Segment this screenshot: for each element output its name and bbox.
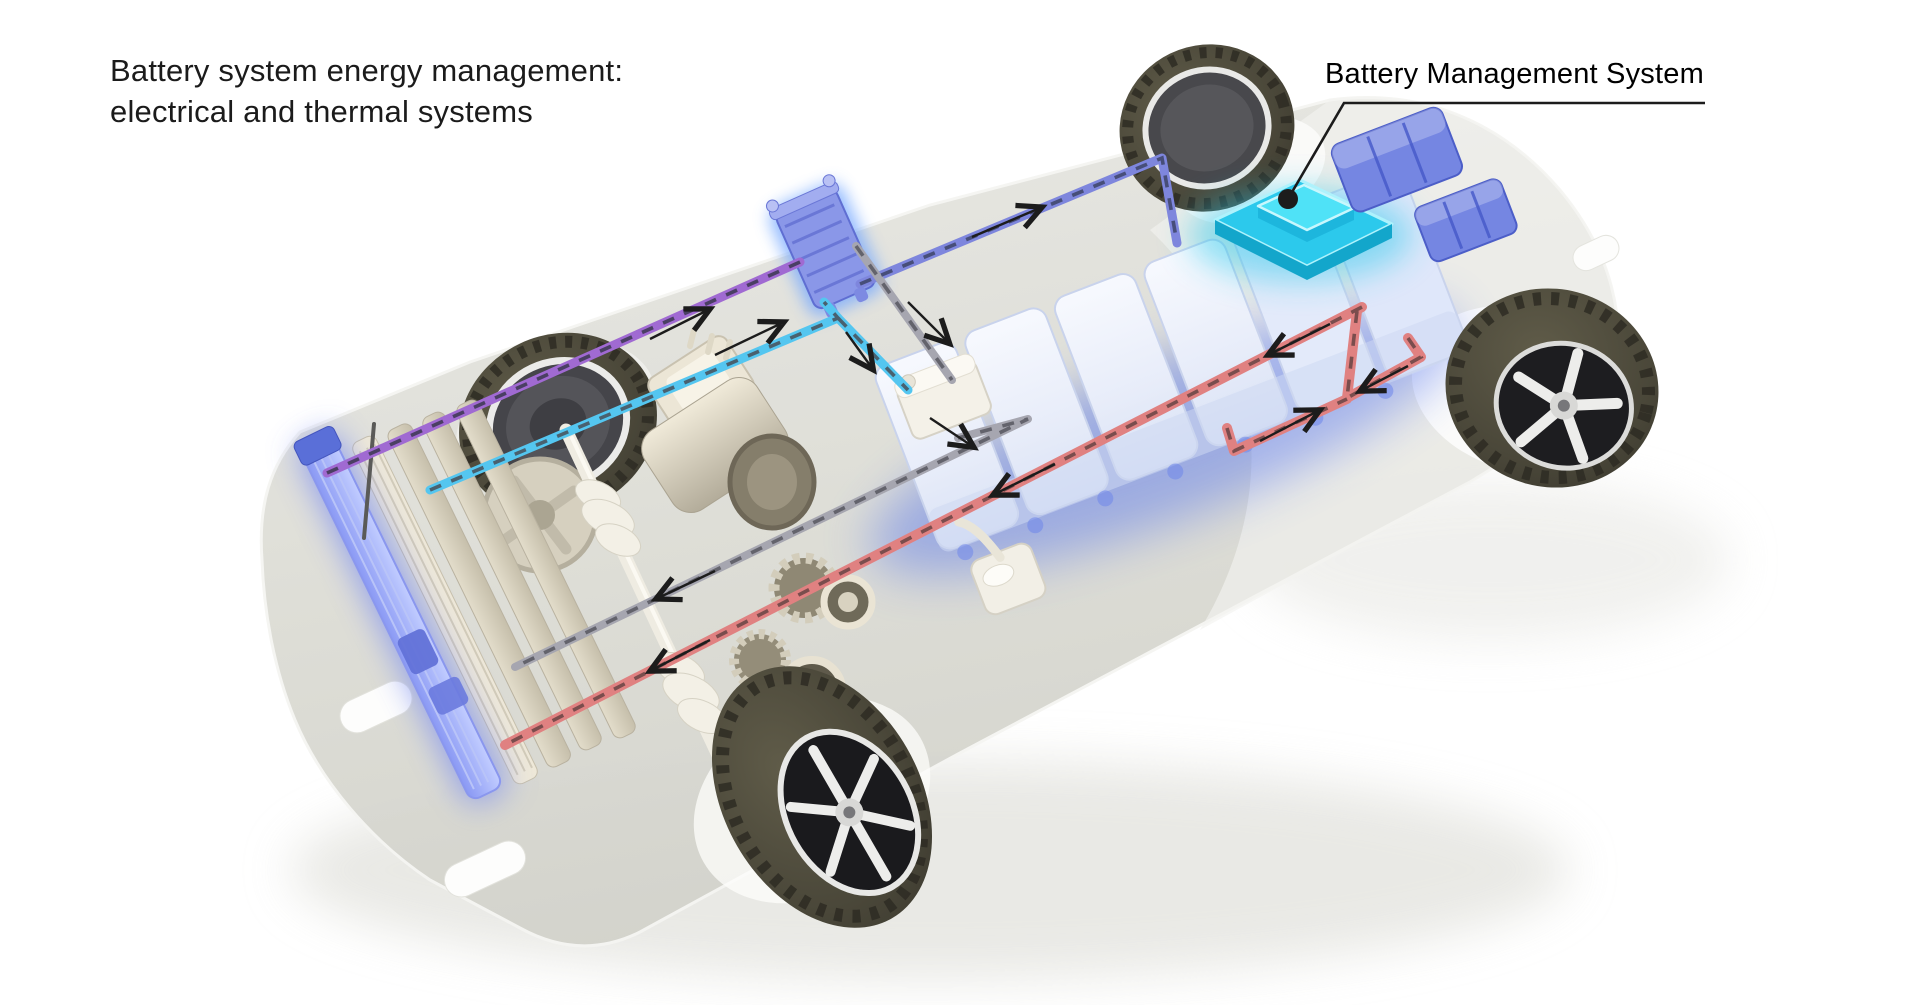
flow-arrow (1259, 407, 1326, 443)
cv-boot-upper (574, 479, 642, 557)
flow-arrow (1354, 364, 1409, 394)
bms-module (1188, 178, 1412, 281)
flow-arrow (649, 306, 716, 341)
flow-arrow (907, 301, 954, 348)
callout-leader-line (1286, 101, 1705, 200)
bms-top-side (1258, 206, 1354, 242)
bms-callout-label: Battery Management System (1325, 58, 1704, 90)
wheel-rear-left (1119, 44, 1295, 212)
motor-end-core (747, 454, 797, 510)
bms-base-side (1215, 220, 1392, 280)
diagram-title-line2: electrical and thermal systems (110, 94, 533, 129)
flow-arrow (845, 331, 877, 375)
flow-arrow (644, 638, 711, 674)
flow-arrow (650, 569, 716, 603)
diagram-title-line1: Battery system energy management: (110, 53, 624, 88)
callout-dot (1278, 189, 1298, 209)
electronics-module-large (1330, 106, 1463, 213)
side-sill-front (443, 840, 527, 898)
driveline (559, 423, 745, 805)
flow-arrow (1262, 322, 1331, 358)
wheel-front-right (711, 666, 933, 928)
onboard-charger-box (894, 353, 992, 440)
battery-chiller-unit (765, 174, 883, 318)
wheel-rear-right (1445, 288, 1659, 488)
electronics-module-small (1414, 178, 1518, 263)
flow-arrow (929, 417, 979, 451)
coolant-valve-unit (954, 517, 1047, 616)
battery-pack-base (929, 311, 1469, 552)
flow-arrow (714, 318, 790, 357)
ac-condenser (293, 425, 502, 800)
radiator-cores (352, 399, 636, 785)
side-sill-left (339, 680, 413, 734)
flow-arrows (644, 202, 1409, 674)
side-sill-right (1572, 234, 1620, 272)
flow-arrow (971, 202, 1048, 239)
bms-callout (1278, 101, 1705, 209)
flow-arrow (987, 462, 1056, 498)
diagram-title: Battery system energy management: electr… (110, 50, 623, 132)
antenna-rod (362, 422, 376, 540)
